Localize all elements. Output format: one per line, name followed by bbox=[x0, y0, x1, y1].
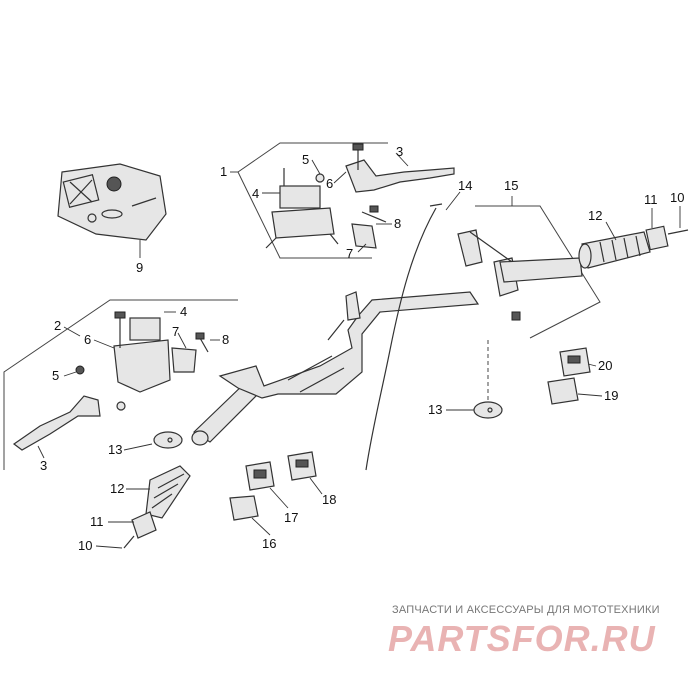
callout-12-left: 12 bbox=[110, 481, 124, 496]
callout-5-left: 5 bbox=[52, 368, 59, 383]
callout-6-right: 6 bbox=[326, 176, 333, 191]
callout-5-right: 5 bbox=[302, 152, 309, 167]
callout-12-right: 12 bbox=[588, 208, 602, 223]
callout-19: 19 bbox=[604, 388, 618, 403]
left-lever-part bbox=[12, 395, 101, 451]
left-gasket-part bbox=[153, 431, 183, 449]
switch-20-part bbox=[559, 347, 591, 377]
callout-11-right: 11 bbox=[644, 192, 658, 207]
handlebar-part bbox=[191, 291, 480, 446]
left-bar-end-weight-part bbox=[131, 511, 157, 539]
right-clamp-part bbox=[351, 223, 377, 249]
right-screw-part bbox=[315, 173, 325, 183]
left-master-cylinder-part bbox=[113, 311, 171, 411]
callout-16: 16 bbox=[262, 536, 276, 551]
switch-18-part bbox=[287, 451, 317, 481]
callout-3-right: 3 bbox=[396, 144, 403, 159]
right-master-cylinder-part bbox=[265, 168, 339, 249]
throttle-tube-part bbox=[499, 257, 583, 283]
callout-13-left: 13 bbox=[108, 442, 122, 457]
switch-17-part bbox=[245, 461, 275, 491]
group-frame-right-switch bbox=[475, 205, 601, 339]
left-clamp-part bbox=[171, 347, 197, 373]
left-bolt-part bbox=[195, 332, 209, 353]
callout-11-left: 11 bbox=[90, 514, 104, 529]
callout-10-right: 10 bbox=[670, 190, 684, 205]
right-bolt-part bbox=[361, 205, 387, 223]
throttle-cable-part bbox=[365, 203, 443, 471]
right-lever-part bbox=[345, 143, 455, 193]
left-bar-end-screw-part bbox=[123, 535, 135, 549]
reservoir-detail-part bbox=[57, 163, 167, 241]
callout-4-left: 4 bbox=[180, 304, 187, 319]
callout-6-left: 6 bbox=[84, 332, 91, 347]
callout-4-right: 4 bbox=[252, 186, 259, 201]
group-frame-right-brake bbox=[237, 142, 388, 173]
callout-14: 14 bbox=[458, 178, 472, 193]
callout-3-left: 3 bbox=[40, 458, 47, 473]
callout-10-left: 10 bbox=[78, 538, 92, 553]
callout-17: 17 bbox=[284, 510, 298, 525]
right-bar-end-screw-part bbox=[667, 229, 689, 235]
callout-7-right: 7 bbox=[346, 246, 353, 261]
callout-18: 18 bbox=[322, 492, 336, 507]
callout-13-right: 13 bbox=[428, 402, 442, 417]
switch-19-part bbox=[547, 377, 579, 405]
callout-8-right: 8 bbox=[394, 216, 401, 231]
right-bar-end-weight-part bbox=[645, 225, 669, 251]
callout-7-left: 7 bbox=[172, 324, 179, 339]
switch-16-part bbox=[229, 495, 259, 521]
left-grip-part bbox=[145, 465, 191, 519]
callout-9: 9 bbox=[136, 260, 143, 275]
left-nut-part bbox=[75, 365, 85, 375]
right-gasket-part bbox=[473, 340, 503, 419]
right-grip-part bbox=[578, 231, 651, 269]
group-frame-right-brake-lower bbox=[237, 171, 372, 259]
callout-15: 15 bbox=[504, 178, 518, 193]
watermark-tagline: ЗАПЧАСТИ И АКСЕССУАРЫ ДЛЯ МОТОТЕХНИКИ bbox=[392, 604, 660, 616]
callout-20: 20 bbox=[598, 358, 612, 373]
callout-1: 1 bbox=[220, 164, 227, 179]
watermark-logo: PARTSFOR.RU bbox=[388, 618, 656, 659]
callout-2: 2 bbox=[54, 318, 61, 333]
group-frame-left-brake bbox=[3, 299, 238, 470]
callout-8-left: 8 bbox=[222, 332, 229, 347]
